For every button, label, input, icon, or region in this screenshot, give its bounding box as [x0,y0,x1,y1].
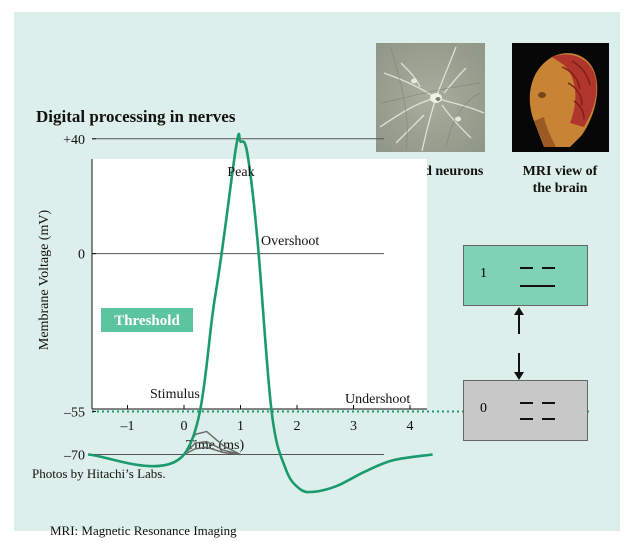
threshold-label-box [101,308,193,332]
down-arrow-icon [514,353,524,380]
annotation-stimulus: Stimulus [150,387,200,402]
x-tick-label: 3 [350,419,357,434]
up-arrow-icon [514,307,524,334]
annotation-overshoot: Overshoot [261,234,319,249]
state-one-label: 1 [480,266,487,281]
mri-brain-photo [512,43,621,152]
x-tick-label: 2 [294,419,301,434]
state-zero-label: 0 [480,401,487,416]
state-one-box: 1 [463,245,588,306]
state-zero-box: 0 [463,380,588,441]
cultured-neurons-photo [376,43,485,152]
photo-credit: Photos by Hitachi’s Labs. [32,466,166,481]
subthreshold-trace-2 [183,440,241,456]
y-axis-label: Membrane Voltage (mV) [37,210,52,351]
x-tick-label: 1 [237,419,244,434]
state-zero-symbol [520,402,555,420]
mri-footnote: MRI: Magnetic Resonance Imaging [50,523,237,538]
action-potential-trace [87,132,433,494]
x-tick-label: 4 [407,419,414,434]
y-tick-label: 0 [78,248,85,263]
subthreshold-trace-3 [183,446,241,456]
plot-area [92,159,427,409]
y-tick-label: +40 [63,133,85,148]
neurons-image [376,43,485,152]
x-tick-label: –1 [120,419,135,434]
mri-image [512,43,609,152]
x-tick-label: 0 [181,419,188,434]
y-tick-label: –55 [63,405,85,420]
page-title: Digital processing in nerves [36,107,236,126]
y-tick-label: –70 [63,449,85,464]
threshold-label: Threshold [114,313,180,329]
state-one-symbol [520,267,555,287]
annotation-peak: Peak [227,165,254,180]
annotation-undershoot: Undershoot [345,392,410,407]
mri-caption: MRI view of the brain [522,164,598,196]
